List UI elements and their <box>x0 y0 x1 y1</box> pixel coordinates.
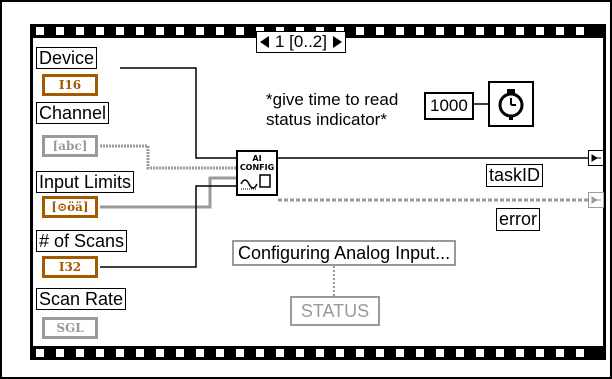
film-strip-hole <box>536 27 544 35</box>
film-strip-hole <box>56 27 64 35</box>
frame-selector-label: 1 [0..2] <box>275 32 327 51</box>
film-strip-hole <box>156 349 164 357</box>
stopwatch-icon[interactable] <box>488 81 534 127</box>
ai-config-line-2: CONFIG <box>239 163 275 172</box>
film-strip-hole <box>136 349 144 357</box>
film-strip-hole <box>456 349 464 357</box>
film-strip-hole <box>436 349 444 357</box>
film-strip-hole <box>96 349 104 357</box>
comment-line-2: status indicator* <box>266 110 387 129</box>
error-label: error <box>496 208 541 231</box>
num-scans-label: # of Scans <box>36 230 128 252</box>
film-strip-hole <box>216 27 224 35</box>
comment-line-1: *give time to read <box>266 90 399 109</box>
input-limits-terminal[interactable]: [⊙öä] <box>42 196 98 218</box>
num-scans-terminal[interactable]: I32 <box>42 256 98 278</box>
input-limits-label: Input Limits <box>36 171 135 193</box>
film-strip-hole <box>76 349 84 357</box>
film-strip-hole <box>96 27 104 35</box>
film-strip-hole <box>496 27 504 35</box>
film-strip-hole <box>476 27 484 35</box>
scan-rate-label: Scan Rate <box>36 288 127 310</box>
film-strip-hole <box>116 27 124 35</box>
film-strip-hole <box>576 27 584 35</box>
film-strip-hole <box>296 349 304 357</box>
film-strip-hole <box>336 349 344 357</box>
film-strip-hole <box>556 27 564 35</box>
film-strip-hole <box>556 349 564 357</box>
channel-label: Channel <box>36 102 110 124</box>
comment-text: *give time to read status indicator* <box>266 90 398 130</box>
sequence-frame-bottom-strip <box>30 346 606 360</box>
device-label: Device <box>36 47 98 69</box>
film-strip-hole <box>516 27 524 35</box>
film-strip-hole <box>236 27 244 35</box>
film-strip-hole <box>36 349 44 357</box>
scan-rate-terminal[interactable]: SGL <box>42 317 98 339</box>
error-output-tunnel <box>588 192 604 208</box>
film-strip-hole <box>276 349 284 357</box>
film-strip-hole <box>456 27 464 35</box>
wait-time-constant[interactable]: 1000 <box>424 92 474 120</box>
film-strip-hole <box>356 27 364 35</box>
taskid-output-tunnel <box>588 150 604 166</box>
film-strip-hole <box>396 349 404 357</box>
next-frame-arrow-icon[interactable] <box>332 36 342 48</box>
film-strip-hole <box>476 349 484 357</box>
film-strip-hole <box>176 349 184 357</box>
film-strip-hole <box>376 349 384 357</box>
film-strip-hole <box>136 27 144 35</box>
film-strip-hole <box>36 27 44 35</box>
film-strip-hole <box>516 349 524 357</box>
ai-config-icon[interactable]: AI CONFIG <box>236 150 278 196</box>
film-strip-hole <box>216 349 224 357</box>
film-strip-hole <box>416 27 424 35</box>
channel-terminal[interactable]: [abc] <box>42 135 98 157</box>
film-strip-hole <box>536 349 544 357</box>
film-strip-hole <box>196 27 204 35</box>
status-indicator: STATUS <box>290 296 380 326</box>
taskid-label: taskID <box>486 164 544 187</box>
film-strip-hole <box>396 27 404 35</box>
film-strip-hole <box>356 349 364 357</box>
previous-frame-arrow-icon[interactable] <box>260 36 269 48</box>
film-strip-hole <box>56 349 64 357</box>
ai-config-line-1: AI <box>252 154 262 163</box>
film-strip-hole <box>176 27 184 35</box>
film-strip-hole <box>496 349 504 357</box>
film-strip-hole <box>116 349 124 357</box>
status-message-constant[interactable]: Configuring Analog Input... <box>232 240 457 266</box>
film-strip-hole <box>196 349 204 357</box>
device-terminal[interactable]: I16 <box>42 74 98 96</box>
sequence-frame-right-border <box>603 24 606 360</box>
waveform-icon <box>240 174 271 190</box>
film-strip-hole <box>376 27 384 35</box>
film-strip-hole <box>156 27 164 35</box>
film-strip-hole <box>256 349 264 357</box>
film-strip-hole <box>436 27 444 35</box>
film-strip-hole <box>316 349 324 357</box>
film-strip-hole <box>76 27 84 35</box>
film-strip-hole <box>576 349 584 357</box>
frame-selector[interactable]: 1 [0..2] <box>256 31 346 53</box>
sequence-frame-left-border <box>30 24 33 360</box>
film-strip-hole <box>236 349 244 357</box>
film-strip-hole <box>416 349 424 357</box>
